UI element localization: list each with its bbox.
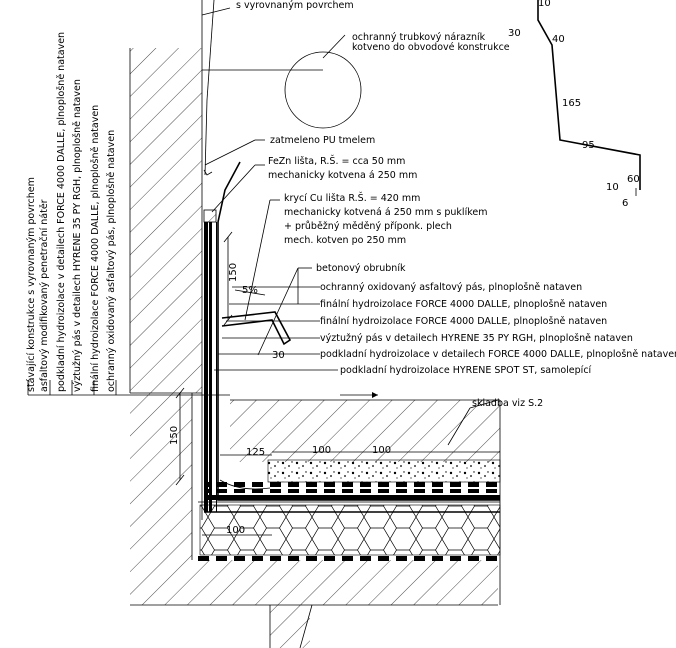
label-cu-1: krycí Cu lišta R.Š. = 420 mm	[284, 192, 420, 204]
vlabel-1: asfaltový modifikovaný penetrační nátěr	[39, 199, 50, 392]
dim-100c: 100	[226, 525, 245, 536]
dim-100b: 100	[372, 445, 391, 456]
thermal-insulation	[198, 504, 501, 561]
waterproofing-vertical	[203, 209, 500, 513]
dim-30: 30	[272, 350, 285, 361]
label-cu-2: mechanicky kotvená á 250 mm s puklíkem	[284, 207, 487, 218]
vlabel-0: stávající konstrukce s vyrovnaným povrch…	[26, 177, 37, 392]
label-layer-2: finální hydroizolace FORCE 4000 DALLE, p…	[320, 299, 607, 310]
profile-dim-10b: 10	[606, 182, 619, 193]
vlabel-3: výztužný pás v detailech HYRENE 35 PY RG…	[72, 79, 83, 392]
dim-150b: 150	[169, 426, 180, 445]
vlabel-4: finální hydroizolace FORCE 4000 DALLE, p…	[90, 105, 101, 392]
label-composition: skladba viz S.2	[472, 398, 543, 409]
label-tube-1: ochranný trubkový nárazník	[352, 32, 486, 43]
label-cu-3: + průběžný měděný příponk. plech	[284, 221, 452, 232]
waterproofing-horizontal	[198, 482, 500, 503]
leader-lines	[201, 7, 499, 446]
dim-slope: 5%	[242, 285, 258, 296]
label-layer-1: ochranný oxidovaný asfaltový pás, plnopl…	[320, 282, 582, 293]
dim-125: 125	[246, 447, 265, 458]
dimension-lines	[175, 231, 500, 536]
label-layer-6: podkladní hydroizolace HYRENE SPOT ST, s…	[340, 365, 592, 376]
label-layer-4: výztužný pás v detailech HYRENE 35 PY RG…	[320, 333, 633, 344]
label-layer-3: finální hydroizolace FORCE 4000 DALLE, p…	[320, 316, 607, 327]
profile-dim-40: 40	[552, 34, 565, 45]
label-top-surface: s vyrovnaným povrchem	[236, 0, 354, 11]
label-fezn-1: FeZn lišta, R.Š. = cca 50 mm	[268, 155, 405, 167]
dim-150a: 150	[228, 263, 239, 282]
substructure	[130, 393, 498, 648]
dim-100a: 100	[312, 445, 331, 456]
vertical-label-leaders	[27, 380, 230, 396]
label-cu-4: mech. kotven po 250 mm	[284, 235, 406, 246]
profile-dim-60: 60	[627, 174, 640, 185]
label-layer-5: podkladní hydroizolace v detailech FORCE…	[320, 349, 676, 360]
profile-dim-6: 6	[622, 198, 628, 209]
label-fezn-2: mechanicky kotvena á 250 mm	[268, 170, 417, 181]
label-pu-seal: zatmeleno PU tmelem	[270, 135, 375, 146]
vlabel-2: podkladní hydroizolace v detailech FORCE…	[56, 32, 67, 392]
profile-dim-10a: 10	[538, 0, 551, 9]
profile-dim-95: 95	[582, 140, 595, 151]
gravel-layer	[267, 459, 501, 483]
vlabel-5: ochranný oxidovaný asfaltový pás, plnopl…	[106, 130, 117, 392]
label-tube-2: kotveno do obvodové konstrukce	[352, 42, 510, 53]
profile-dim-30: 30	[508, 28, 521, 39]
flashing-profile	[537, 0, 641, 196]
label-curb: betonový obrubník	[316, 263, 406, 274]
profile-dim-165: 165	[562, 98, 581, 109]
protective-tube	[284, 51, 362, 129]
